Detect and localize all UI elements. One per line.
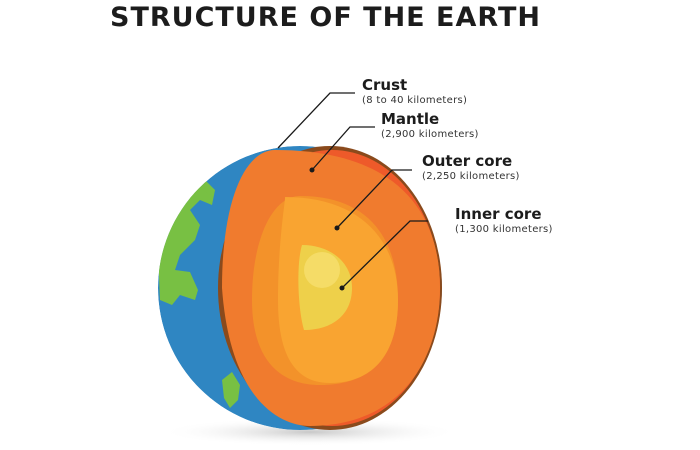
label-mantle-name: Mantle [381,110,440,128]
label-outer-core-thickness: (2,250 kilometers) [422,171,520,182]
land-north-america [158,180,215,305]
leader-line-outer-core [336,169,412,229]
dot-inner-core [339,285,345,291]
inner-core-highlight [304,252,340,288]
leader-line-crust [277,92,355,149]
label-crust-name: Crust [362,76,408,94]
label-mantle: Mantle (2,900 kilometers) [381,110,479,142]
dot-outer-core [334,225,340,231]
label-outer-core: Outer core (2,250 kilometers) [422,152,520,184]
label-inner-core-thickness: (1,300 kilometers) [455,224,553,235]
label-inner-core: Inner core (1,300 kilometers) [455,205,553,237]
leader-dots [309,167,345,291]
land-south-america [222,372,240,408]
label-crust: Crust (8 to 40 kilometers) [362,76,467,108]
label-mantle-thickness: (2,900 kilometers) [381,129,479,140]
label-inner-core-name: Inner core [455,205,542,223]
label-outer-core-name: Outer core [422,152,513,170]
diagram-title: STRUCTURE OF THE EARTH [110,2,541,33]
ground-shadow [160,418,460,446]
leader-line-inner-core [341,220,428,289]
leader-line-mantle [311,126,375,171]
label-crust-thickness: (8 to 40 kilometers) [362,95,468,106]
leader-lines [277,92,428,289]
dot-mantle [309,167,315,173]
